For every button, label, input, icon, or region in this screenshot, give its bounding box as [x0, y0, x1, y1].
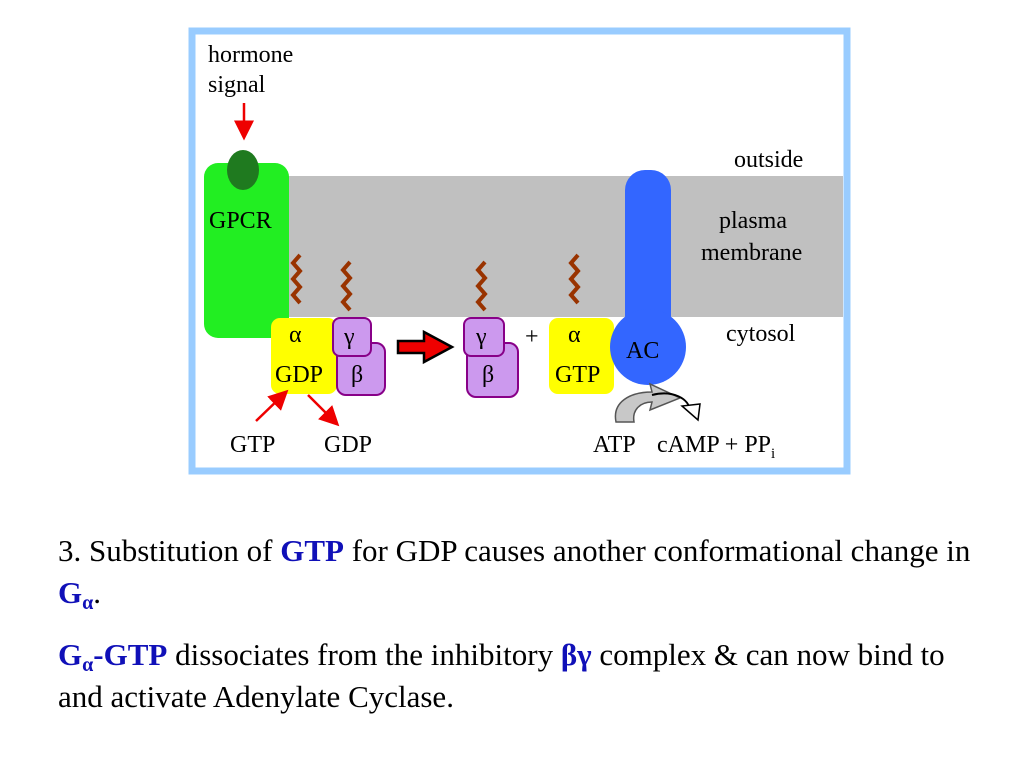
- caption-paragraph-2: Gα-GTP dissociates from the inhibitory β…: [58, 634, 978, 718]
- signal-label: signal: [208, 72, 266, 98]
- lipid-anchor-gamma: [340, 260, 353, 312]
- gpcr-label: GPCR: [209, 208, 272, 234]
- caption-2-g: G: [58, 637, 83, 672]
- gdp-bound-label: GDP: [275, 362, 323, 388]
- alpha-gtp-symbol: α: [568, 322, 581, 348]
- camp-label: cAMP + PPi: [657, 432, 775, 462]
- caption-2-text-b: complex & can now bind to and activate A…: [58, 637, 945, 714]
- gamma-subunit: [332, 317, 372, 357]
- adenylate-cyclase-stalk: [625, 170, 671, 340]
- caption-paragraph-1: 3. Substitution of GTP for GDP causes an…: [58, 530, 978, 614]
- hormone-ligand: [227, 150, 259, 190]
- ac-label: AC: [626, 338, 659, 364]
- cytosol-label: cytosol: [726, 321, 796, 347]
- camp-text: cAMP + PP: [657, 432, 771, 458]
- plasma-membrane-band: [205, 176, 843, 317]
- caption-1-text-a: 3. Substitution of: [58, 533, 281, 568]
- caption-1-text-b: for GDP causes another conformational ch…: [343, 533, 971, 568]
- caption-2-g-sub: α: [82, 654, 94, 676]
- membrane-label: membrane: [701, 240, 802, 266]
- caption-1-g: G: [58, 575, 83, 610]
- atp-label: ATP: [593, 432, 636, 458]
- caption-1-gtp: GTP: [280, 533, 344, 568]
- transition-arrow: [396, 329, 455, 365]
- caption-1-end: .: [93, 575, 102, 610]
- gdp-out-arrow: [307, 394, 340, 427]
- gdp-out-label: GDP: [324, 432, 372, 458]
- outside-label: outside: [734, 147, 803, 173]
- caption-1-g-sub: α: [82, 592, 94, 614]
- free-beta-symbol: β: [482, 362, 494, 388]
- lipid-anchor-gamma-free: [475, 260, 488, 312]
- camp-subscript: i: [771, 446, 775, 462]
- alpha-symbol: α: [289, 322, 302, 348]
- free-gamma-symbol: γ: [475, 324, 487, 350]
- adenylate-cyclase-body: [610, 309, 686, 385]
- gtp-in-label: GTP: [230, 432, 275, 458]
- caption-2-text-a: dissociates from the inhibitory: [167, 637, 561, 672]
- plasma-label: plasma: [719, 208, 787, 234]
- hormone-label: hormone: [208, 42, 293, 68]
- free-gamma-subunit: [463, 317, 505, 357]
- plus-sign: +: [525, 324, 539, 350]
- caption-2-beta-gamma: βγ: [560, 637, 592, 672]
- alpha-gtp-subunit: [549, 318, 614, 394]
- caption-2-gtp: -GTP: [93, 637, 168, 672]
- g-protein-diagram: hormone signal GPCR α GDP β γ β γ + α GT…: [188, 27, 851, 475]
- lipid-anchor-alpha-free: [568, 253, 581, 305]
- gtp-bound-label: GTP: [555, 362, 600, 388]
- gamma-symbol: γ: [343, 324, 355, 350]
- lipid-anchor-alpha: [290, 253, 303, 305]
- alpha-gdp-subunit: [271, 318, 337, 394]
- gpcr-receptor: [204, 163, 289, 338]
- gtp-in-arrow: [255, 389, 289, 422]
- beta-symbol: β: [351, 362, 363, 388]
- camp-output-arrowhead: [680, 403, 701, 422]
